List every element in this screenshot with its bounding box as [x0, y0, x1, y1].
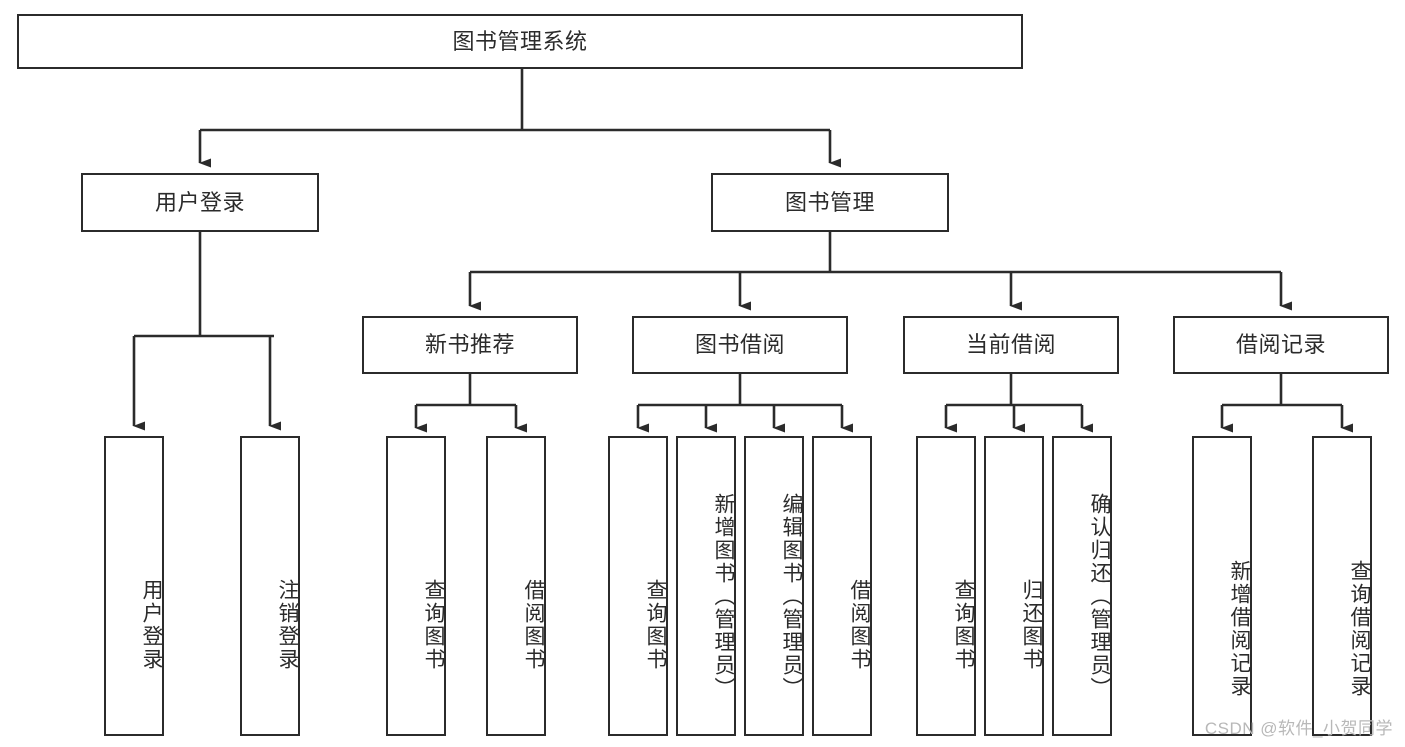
node-borrow-record[interactable]: 借阅记录 — [1173, 316, 1389, 374]
node-book-management[interactable]: 图书管理 — [711, 173, 949, 232]
node-book-borrow[interactable]: 图书借阅 — [632, 316, 848, 374]
node-label: 用户登录 — [154, 189, 245, 215]
node-label: 用户登录 — [140, 579, 163, 671]
node-label: 查询图书 — [644, 579, 667, 671]
node-label: 新增借阅记录 — [1228, 560, 1251, 698]
node-leaf-logout-login[interactable]: 注销登录 — [240, 436, 300, 736]
csdn-watermark: CSDN @软件_小贺同学 — [1204, 719, 1393, 738]
node-label: 图书借阅 — [694, 332, 785, 358]
node-label: 归还图书 — [1020, 579, 1043, 671]
node-user-login[interactable]: 用户登录 — [81, 173, 319, 232]
node-leaf-borrow-book-2[interactable]: 借阅图书 — [812, 436, 872, 736]
node-label: 确认归还（管理员） — [1088, 492, 1111, 700]
node-label: 借阅图书 — [848, 579, 871, 671]
node-label: 借阅图书 — [522, 579, 545, 671]
node-leaf-confirm-return[interactable]: 确认归还（管理员） — [1052, 436, 1112, 736]
node-label: 图书管理 — [784, 189, 875, 215]
node-label: 当前借阅 — [965, 332, 1056, 358]
node-label: 新增图书（管理员） — [712, 492, 735, 700]
node-root-system[interactable]: 图书管理系统 — [17, 14, 1023, 69]
node-label: 编辑图书（管理员） — [780, 492, 803, 700]
node-leaf-edit-book[interactable]: 编辑图书（管理员） — [744, 436, 804, 736]
node-leaf-return-book[interactable]: 归还图书 — [984, 436, 1044, 736]
node-new-book-recommend[interactable]: 新书推荐 — [362, 316, 578, 374]
node-leaf-user-login[interactable]: 用户登录 — [104, 436, 164, 736]
node-leaf-query-borrow-record[interactable]: 查询借阅记录 — [1312, 436, 1372, 736]
node-leaf-add-book[interactable]: 新增图书（管理员） — [676, 436, 736, 736]
node-label: 查询图书 — [952, 579, 975, 671]
node-leaf-query-book-1[interactable]: 查询图书 — [386, 436, 446, 736]
node-leaf-query-book-2[interactable]: 查询图书 — [608, 436, 668, 736]
node-label: 查询借阅记录 — [1348, 560, 1371, 698]
node-leaf-borrow-book-1[interactable]: 借阅图书 — [486, 436, 546, 736]
node-label: 新书推荐 — [424, 332, 515, 358]
node-label: 借阅记录 — [1235, 332, 1326, 358]
node-label: 注销登录 — [276, 579, 299, 671]
node-label: 图书管理系统 — [452, 28, 588, 54]
node-leaf-query-book-3[interactable]: 查询图书 — [916, 436, 976, 736]
node-leaf-add-borrow-record[interactable]: 新增借阅记录 — [1192, 436, 1252, 736]
node-current-borrow[interactable]: 当前借阅 — [903, 316, 1119, 374]
node-label: 查询图书 — [422, 579, 445, 671]
